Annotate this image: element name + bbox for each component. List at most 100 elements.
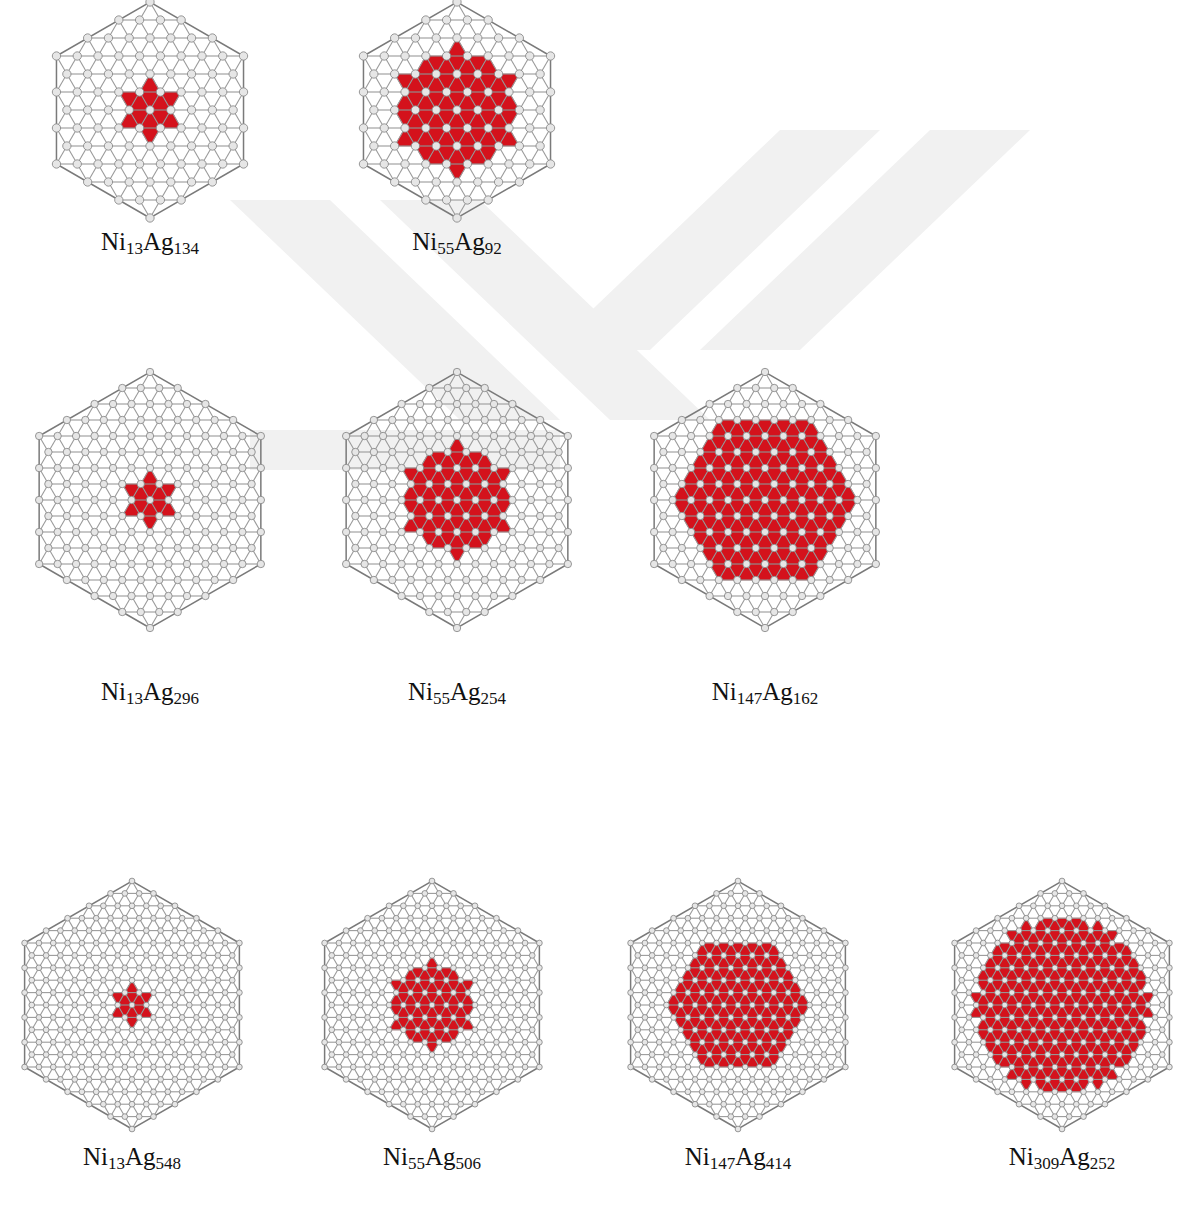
ag-atom: [239, 528, 246, 535]
ag-atom: [115, 160, 123, 168]
ag-atom: [211, 576, 218, 583]
ag-atom: [91, 528, 98, 535]
ag-atom: [481, 608, 488, 615]
ag-atom: [45, 448, 52, 455]
ag-atom: [104, 178, 112, 186]
ag-atom: [826, 416, 833, 423]
ag-atom: [536, 448, 543, 455]
ag-atom: [379, 496, 386, 503]
ag-atom: [416, 496, 423, 503]
ag-atom: [872, 432, 879, 439]
ag-atom: [156, 512, 163, 519]
ag-atom: [494, 178, 502, 186]
ag-atom: [697, 448, 704, 455]
ag-atom: [187, 34, 195, 42]
ag-atom: [546, 52, 554, 60]
ag-atom: [192, 448, 199, 455]
ag-atom: [380, 124, 388, 132]
ag-atom: [453, 528, 460, 535]
ag-atom: [100, 512, 107, 519]
ag-atom: [146, 70, 154, 78]
ag-atom: [687, 432, 694, 439]
ag-atom: [146, 368, 153, 375]
ag-atom: [780, 432, 787, 439]
ag-atom: [211, 544, 218, 551]
ag-atom: [257, 464, 264, 471]
ag-atom: [156, 384, 163, 391]
ag-atom: [494, 34, 502, 42]
ag-atom: [146, 214, 154, 222]
ag-atom: [401, 52, 409, 60]
ag-atom: [453, 106, 461, 114]
ag-atom: [442, 196, 450, 204]
ag-atom: [536, 70, 544, 78]
ag-atom: [174, 544, 181, 551]
ag-atom: [219, 124, 227, 132]
ag-atom: [109, 464, 116, 471]
ag-atom: [174, 576, 181, 583]
ag-atom: [119, 448, 126, 455]
ag-atom: [361, 528, 368, 535]
ag-atom: [202, 432, 209, 439]
ag-atom: [137, 384, 144, 391]
ag-atom: [91, 464, 98, 471]
ag-atom: [167, 70, 175, 78]
ag-atom: [156, 196, 164, 204]
ag-atom: [724, 432, 731, 439]
ag-atom: [100, 480, 107, 487]
ag-atom: [472, 464, 479, 471]
ag-atom: [109, 560, 116, 567]
ag-atom: [370, 448, 377, 455]
ag-atom: [128, 496, 135, 503]
ag-atom: [715, 448, 722, 455]
ag-atom: [82, 544, 89, 551]
ag-atom: [724, 400, 731, 407]
ag-atom: [73, 88, 81, 96]
ag-atom: [472, 592, 479, 599]
ag-atom: [54, 560, 61, 567]
ag-atom: [481, 416, 488, 423]
ag-atom: [63, 106, 71, 114]
ag-atom: [389, 512, 396, 519]
ag-atom: [187, 70, 195, 78]
ag-atom: [743, 400, 750, 407]
ag-atom: [192, 544, 199, 551]
ag-atom: [536, 416, 543, 423]
ag-atom: [135, 52, 143, 60]
ag-atom: [490, 560, 497, 567]
ag-atom: [370, 106, 378, 114]
ag-atom: [515, 142, 523, 150]
ag-atom: [342, 464, 349, 471]
ag-atom: [494, 106, 502, 114]
ag-atom: [472, 496, 479, 503]
ag-atom: [484, 124, 492, 132]
ag-atom: [481, 544, 488, 551]
ag-atom: [83, 178, 91, 186]
ag-atom: [220, 432, 227, 439]
nanocluster: [359, 0, 554, 222]
ag-atom: [63, 416, 70, 423]
ag-atom: [177, 88, 185, 96]
ag-atom: [463, 160, 471, 168]
ag-atom: [72, 528, 79, 535]
ag-atom: [518, 512, 525, 519]
ag-atom: [239, 52, 247, 60]
ag-atom: [398, 496, 405, 503]
ag-atom: [192, 416, 199, 423]
ag-atom: [174, 416, 181, 423]
ag-atom: [484, 88, 492, 96]
ag-atom: [202, 560, 209, 567]
ag-atom: [72, 560, 79, 567]
ag-atom: [426, 384, 433, 391]
ag-atom: [422, 124, 430, 132]
ag-atom: [146, 592, 153, 599]
ag-atom: [379, 528, 386, 535]
ag-atom: [494, 142, 502, 150]
ag-atom: [761, 432, 768, 439]
ag-atom: [361, 432, 368, 439]
ag-atom: [211, 416, 218, 423]
ag-atom: [257, 528, 264, 535]
ag-atom: [115, 124, 123, 132]
ag-atom: [83, 70, 91, 78]
ag-atom: [442, 124, 450, 132]
